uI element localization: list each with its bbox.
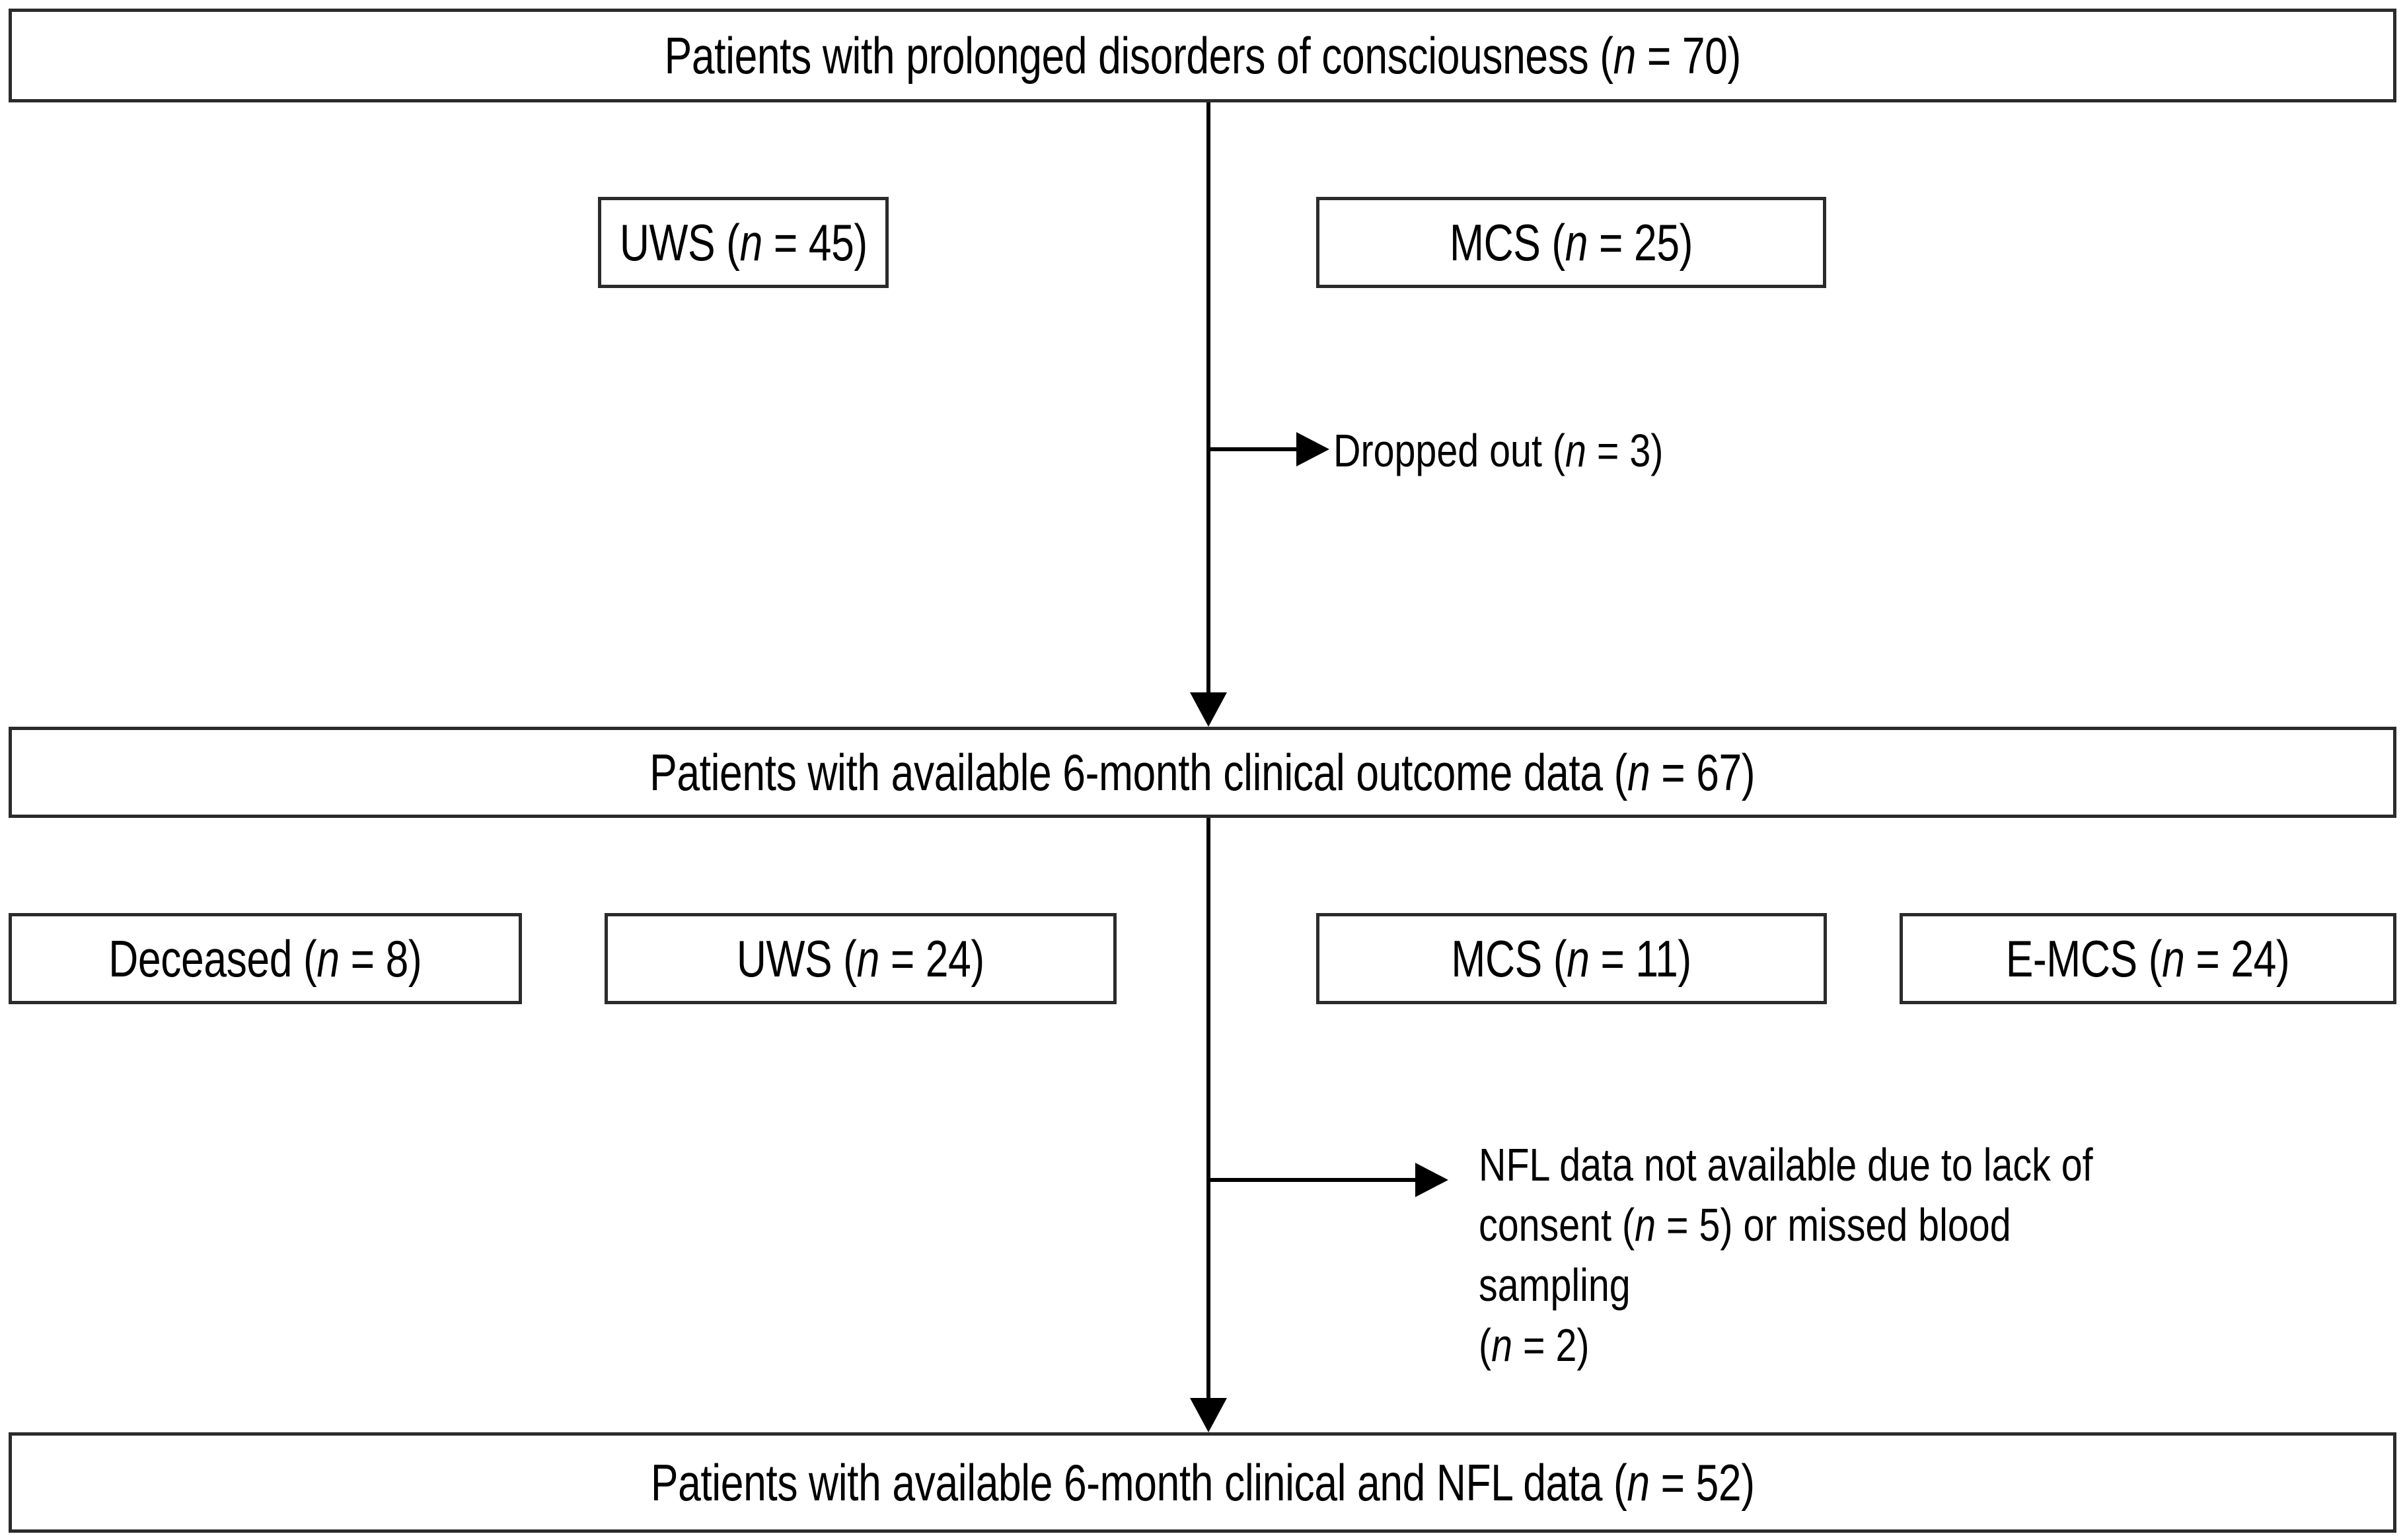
label-nfl-missing-line3: (n = 2) [1479, 1319, 1590, 1371]
connector-nfl-missing [1206, 1178, 1418, 1182]
node-uws-followup-label: UWS (n = 24) [737, 930, 984, 988]
node-emcs-followup: E-MCS (n = 24) [1900, 913, 2396, 1004]
node-outcome-cohort: Patients with available 6-month clinical… [9, 727, 2396, 818]
connector-dropped-out [1206, 447, 1299, 451]
node-deceased-label: Deceased (n = 8) [108, 930, 422, 988]
node-uws-followup: UWS (n = 24) [605, 913, 1117, 1004]
label-nfl-missing: NFL data not available due to lack of con… [1479, 1135, 2272, 1375]
node-emcs-followup-label: E-MCS (n = 24) [2006, 930, 2290, 988]
connector-trunk-lower [1206, 818, 1210, 1416]
node-mcs-followup-label: MCS (n = 11) [1451, 930, 1692, 988]
node-top-cohort-label: Patients with prolonged disorders of con… [664, 26, 1741, 85]
node-top-cohort: Patients with prolonged disorders of con… [9, 9, 2396, 102]
node-final-cohort: Patients with available 6-month clinical… [9, 1432, 2396, 1533]
arrowhead-dropped-out [1296, 432, 1329, 466]
arrowhead-to-final-box [1190, 1398, 1227, 1432]
node-uws-baseline: UWS (n = 45) [598, 197, 889, 288]
label-nfl-missing-line2: consent (n = 5) or missed blood sampling [1479, 1199, 2011, 1311]
arrowhead-nfl-missing [1415, 1163, 1448, 1197]
node-mcs-followup: MCS (n = 11) [1316, 913, 1827, 1004]
node-outcome-cohort-label: Patients with available 6-month clinical… [649, 743, 1756, 801]
node-mcs-baseline-label: MCS (n = 25) [1449, 213, 1693, 272]
label-dropped-out: Dropped out (n = 3) [1333, 425, 1664, 476]
label-nfl-missing-line1: NFL data not available due to lack of [1479, 1139, 2093, 1191]
node-deceased: Deceased (n = 8) [9, 913, 522, 1004]
node-mcs-baseline: MCS (n = 25) [1316, 197, 1826, 288]
arrowhead-to-outcome-box [1190, 692, 1227, 727]
connector-trunk-upper [1206, 102, 1210, 709]
node-uws-baseline-label: UWS (n = 45) [619, 213, 868, 272]
node-final-cohort-label: Patients with available 6-month clinical… [650, 1453, 1755, 1512]
